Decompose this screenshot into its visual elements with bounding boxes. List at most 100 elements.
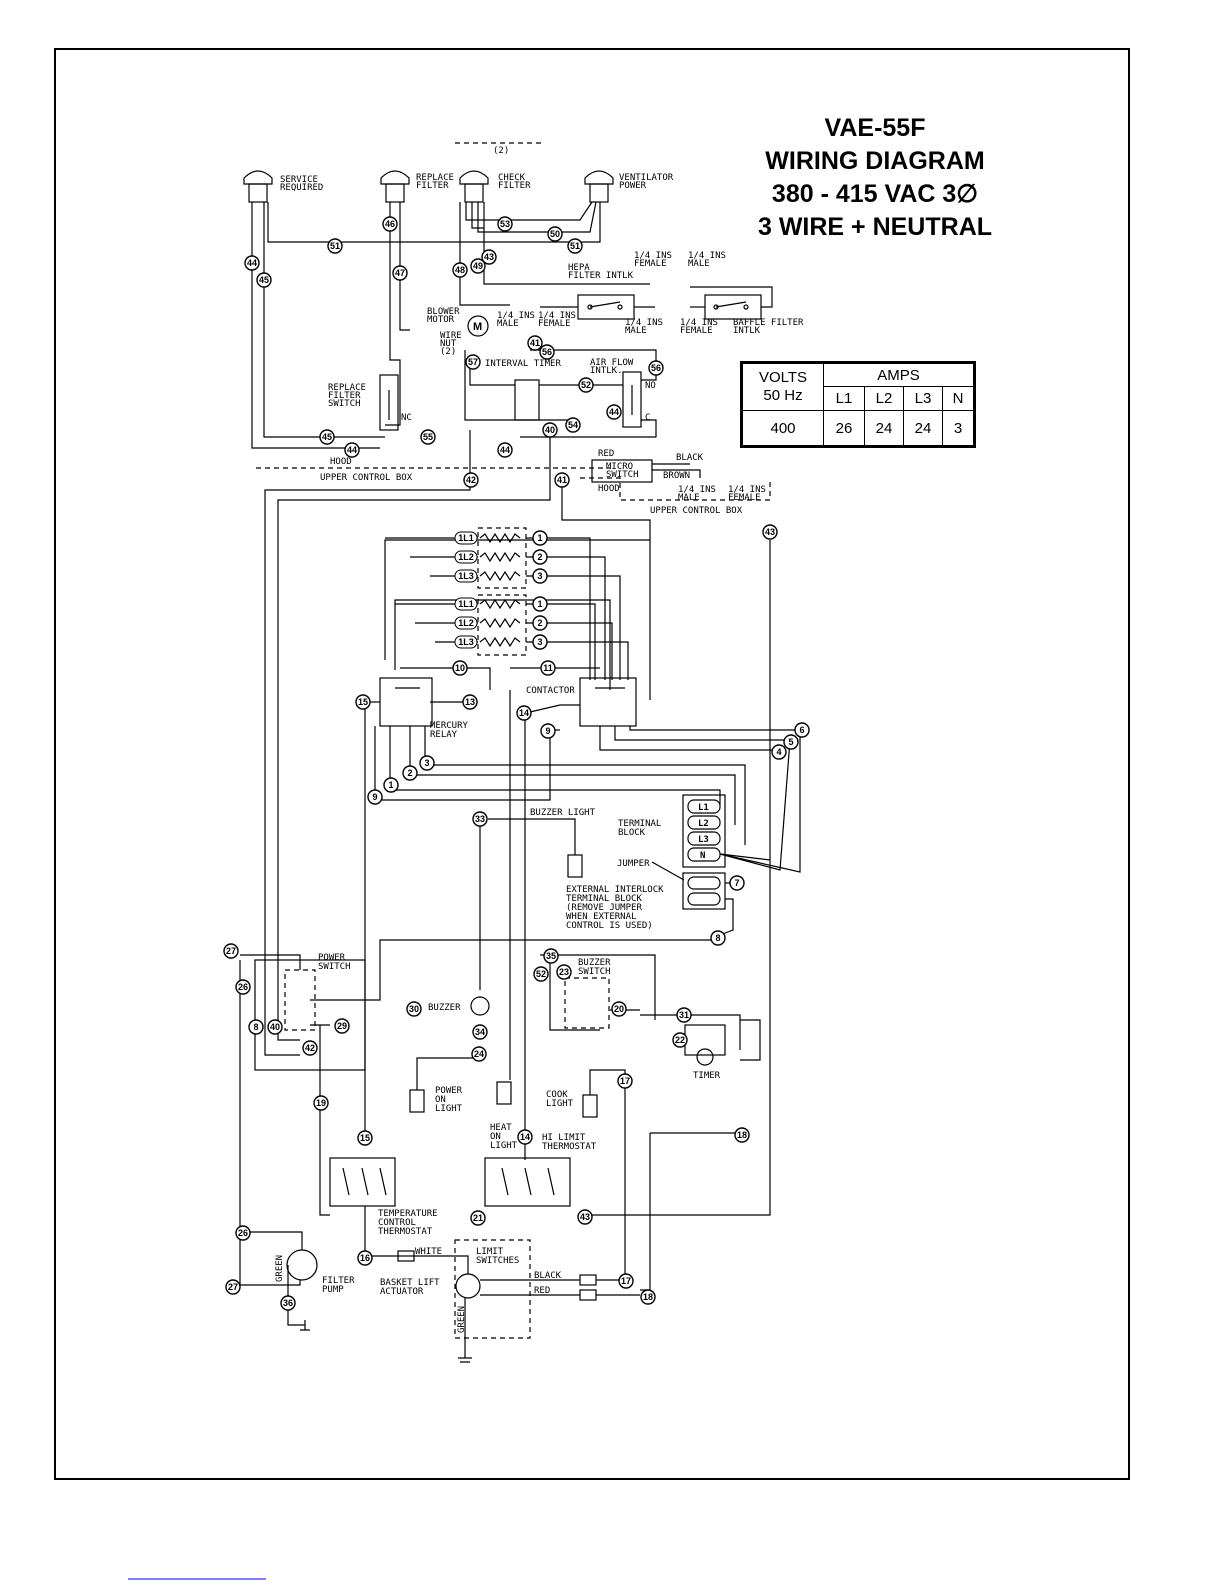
label-power-on-light: POWER bbox=[435, 1086, 463, 1096]
wire-number: 44 bbox=[497, 442, 513, 458]
label-basket-lift: BASKET LIFT bbox=[380, 1278, 440, 1288]
wire-number: 57 bbox=[465, 354, 481, 370]
svg-text:6: 6 bbox=[799, 725, 804, 735]
svg-text:15: 15 bbox=[358, 697, 368, 707]
top-wires bbox=[251, 201, 650, 449]
svg-text:14: 14 bbox=[519, 708, 529, 718]
svg-text:3: 3 bbox=[537, 637, 542, 647]
svg-text:42: 42 bbox=[305, 1043, 315, 1053]
wire-number: 54 bbox=[565, 417, 581, 433]
svg-text:1L3: 1L3 bbox=[458, 571, 474, 581]
wire-number: 42 bbox=[302, 1040, 318, 1056]
svg-text:33: 33 bbox=[475, 814, 485, 824]
svg-text:19: 19 bbox=[316, 1098, 326, 1108]
label-terminal-block: BLOCK bbox=[618, 828, 646, 838]
svg-text:43: 43 bbox=[484, 252, 494, 262]
svg-text:8: 8 bbox=[715, 933, 720, 943]
wire-number: 3 bbox=[419, 755, 435, 771]
label-connector: FEMALE bbox=[634, 259, 667, 269]
svg-text:1L2: 1L2 bbox=[458, 552, 474, 562]
wire-number: 42 bbox=[463, 472, 479, 488]
label-white: WHITE bbox=[415, 1247, 442, 1257]
label-wire-nut: NUT bbox=[440, 339, 457, 349]
svg-text:56: 56 bbox=[542, 347, 552, 357]
label-hepa: FILTER INTLK bbox=[568, 271, 634, 281]
wire-number: 56 bbox=[648, 360, 664, 376]
label-terminal-block: TERMINAL bbox=[618, 819, 661, 829]
jumper-pointer bbox=[651, 861, 685, 881]
label-connector: 1/4 INS bbox=[625, 318, 663, 328]
label-external-interlock: TERMINAL BLOCK bbox=[566, 894, 642, 904]
service-required-light bbox=[243, 170, 273, 203]
label-no: NO bbox=[645, 381, 656, 391]
label-service-required: REQUIRED bbox=[280, 183, 323, 193]
label-green: GREEN bbox=[275, 1255, 285, 1282]
label-wire-nut: WIRE bbox=[440, 331, 462, 341]
label-connector: MALE bbox=[678, 493, 700, 503]
svg-text:52: 52 bbox=[536, 969, 546, 979]
label-buzzer-light: BUZZER LIGHT bbox=[530, 808, 596, 818]
svg-text:20: 20 bbox=[614, 1004, 624, 1014]
label-connector: MALE bbox=[497, 319, 519, 329]
label-temp-control: CONTROL bbox=[378, 1218, 416, 1228]
ventilator-power-light bbox=[584, 170, 614, 203]
label-buzzer: BUZZER bbox=[428, 1003, 461, 1013]
label-basket-lift: ACTUATOR bbox=[380, 1287, 424, 1297]
wire-number: 22 bbox=[672, 1032, 688, 1048]
power-on-light bbox=[409, 1057, 480, 1113]
label-hood: HOOD bbox=[330, 457, 352, 467]
label-baffle: BAFFLE FILTER bbox=[733, 318, 804, 328]
label-upper-control-box: UPPER CONTROL BOX bbox=[650, 506, 743, 516]
wire-number: 2 bbox=[402, 765, 418, 781]
label-blower-motor: BLOWER bbox=[427, 307, 460, 317]
label-black: BLACK bbox=[676, 453, 704, 463]
replace-filter-light bbox=[380, 170, 410, 203]
label-limit-switches: LIMIT bbox=[476, 1247, 504, 1257]
label-temp-control: THERMOSTAT bbox=[378, 1227, 433, 1237]
wire-number: 27 bbox=[225, 1279, 241, 1295]
amps-value: 26 bbox=[823, 410, 865, 447]
svg-text:1L2: 1L2 bbox=[458, 618, 474, 628]
wire-number: 3 bbox=[532, 568, 548, 584]
label-check-filter: FILTER bbox=[498, 181, 531, 191]
wire-number: 35 bbox=[543, 948, 559, 964]
terminal-label: N bbox=[700, 851, 705, 861]
wire-number: 49 bbox=[470, 258, 486, 274]
wire-number: 44 bbox=[244, 255, 260, 271]
svg-text:27: 27 bbox=[228, 1282, 238, 1292]
baffle-filter-interlock bbox=[690, 286, 773, 320]
label-hood: HOOD bbox=[598, 484, 620, 494]
model-number: VAE-55F bbox=[824, 114, 926, 142]
wire-number: 53 bbox=[497, 216, 513, 232]
svg-text:57: 57 bbox=[468, 357, 478, 367]
label-power-on-light: LIGHT bbox=[435, 1104, 463, 1114]
cook-light bbox=[582, 1069, 626, 1285]
svg-text:27: 27 bbox=[226, 946, 236, 956]
wire-number: 26 bbox=[235, 979, 251, 995]
temperature-control-thermostat bbox=[329, 1157, 400, 1257]
label-wire-nut: (2) bbox=[440, 347, 456, 357]
external-interlock-block bbox=[682, 872, 734, 936]
wire-number: 43 bbox=[481, 249, 497, 265]
svg-text:2: 2 bbox=[537, 552, 542, 562]
svg-text:45: 45 bbox=[259, 275, 269, 285]
label-buzzer-switch: SWITCH bbox=[578, 967, 611, 977]
svg-text:36: 36 bbox=[283, 1298, 293, 1308]
timer bbox=[640, 1014, 761, 1066]
terminal-block bbox=[682, 730, 801, 873]
wire-number: 34 bbox=[472, 1024, 488, 1040]
label-connector: FEMALE bbox=[728, 493, 761, 503]
heater-bank-2 bbox=[395, 594, 629, 680]
page-frame bbox=[54, 48, 1130, 1480]
label-mercury-relay: RELAY bbox=[430, 730, 458, 740]
wire-number: 3 bbox=[532, 634, 548, 650]
wire-number: 26 bbox=[235, 1225, 251, 1241]
svg-text:53: 53 bbox=[500, 219, 510, 229]
heater-terminal-tag: 1L1 bbox=[454, 597, 478, 611]
wire-number: 56 bbox=[539, 344, 555, 360]
main-wires bbox=[264, 430, 771, 1216]
label-service-required: SERVICE bbox=[280, 175, 318, 185]
title-wire-config: 3 WIRE + NEUTRAL bbox=[757, 213, 993, 241]
heater-terminal-tag: 1L1 bbox=[454, 531, 478, 545]
svg-text:47: 47 bbox=[395, 268, 405, 278]
